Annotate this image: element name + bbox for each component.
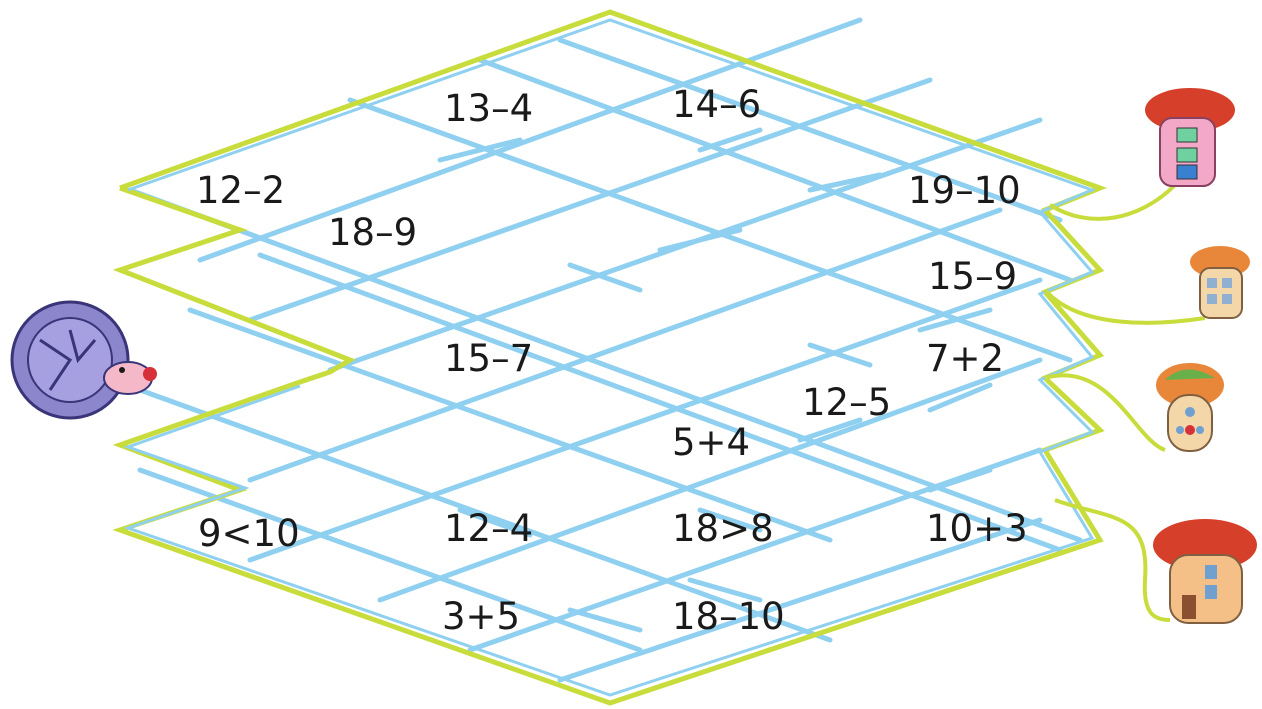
mushroom-house-icon[interactable] <box>1190 246 1250 318</box>
expression-label: 19–10 <box>908 172 1021 209</box>
expression-label: 12–4 <box>444 510 533 547</box>
expression-label: 12–2 <box>196 172 285 209</box>
expression-label: 5+4 <box>672 424 750 461</box>
expression-label: 18>8 <box>672 510 774 547</box>
mushroom-house-icon[interactable] <box>1145 88 1235 186</box>
expression-label: 15–7 <box>444 340 533 377</box>
expression-label: 15–9 <box>928 258 1017 295</box>
expression-label: 18–9 <box>328 214 417 251</box>
expression-label: 13–4 <box>444 90 533 127</box>
mushroom-house-icon[interactable] <box>1156 363 1224 451</box>
expression-label: 14–6 <box>672 86 761 123</box>
expression-label: 12–5 <box>802 384 891 421</box>
expression-label: 10+3 <box>926 510 1028 547</box>
expression-label: 3+5 <box>442 598 520 635</box>
expression-label: 18–10 <box>672 598 785 635</box>
expression-label: 9<10 <box>198 515 300 552</box>
expression-label: 7+2 <box>926 340 1004 377</box>
mushroom-house-icon[interactable] <box>1153 519 1257 623</box>
hedgehog-icon[interactable] <box>12 302 157 418</box>
